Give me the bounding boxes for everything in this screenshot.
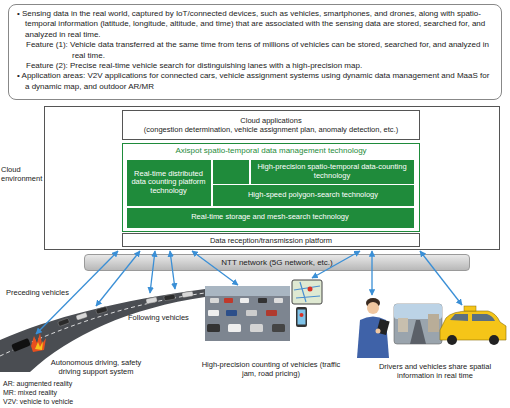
platform-box: Data reception/transmission platform bbox=[122, 233, 420, 247]
person-hand bbox=[376, 329, 381, 334]
street-road bbox=[410, 320, 426, 344]
taxi-window bbox=[450, 314, 495, 321]
wheel bbox=[489, 335, 499, 345]
car bbox=[266, 310, 277, 316]
car bbox=[146, 297, 158, 304]
car bbox=[164, 294, 176, 301]
tech-label: Real-time distributed data counting plat… bbox=[130, 170, 208, 196]
tablet bbox=[376, 319, 389, 335]
map-road bbox=[294, 282, 320, 302]
car bbox=[274, 298, 283, 303]
car bbox=[96, 306, 108, 314]
tech-frame: Axispot spatio-temporal data management … bbox=[122, 143, 420, 232]
wheel bbox=[447, 335, 457, 345]
tech-box: High-speed polygon-search technology bbox=[213, 185, 414, 206]
street-view bbox=[394, 304, 442, 344]
car bbox=[58, 318, 70, 326]
caption-label: Drivers and vehicles share spatial infor… bbox=[362, 362, 508, 380]
tech-box: High-precision spatio-temporal data-coun… bbox=[251, 160, 414, 184]
box-title: Cloud applications bbox=[240, 116, 301, 125]
car bbox=[76, 312, 88, 320]
tech-label: High-speed polygon-search technology bbox=[248, 191, 378, 200]
band-text: NTT network (5G network, etc.) bbox=[221, 258, 332, 268]
person-body bbox=[357, 317, 389, 359]
map-pin bbox=[308, 287, 313, 292]
tech-label: High-precision spatio-temporal data-coun… bbox=[254, 163, 411, 180]
network-band: NTT network (5G network, etc.) bbox=[84, 254, 470, 271]
caption-label: Following vehicles bbox=[128, 313, 208, 322]
car bbox=[207, 324, 220, 332]
tech-label: Real-time storage and mesh-search techno… bbox=[191, 213, 349, 222]
car bbox=[246, 310, 257, 316]
cloud-frame: Cloud environmentCloud applications(cong… bbox=[44, 106, 500, 250]
street-building bbox=[398, 318, 408, 332]
car bbox=[208, 310, 219, 316]
comm-arrow bbox=[371, 251, 372, 295]
summary-box: • Sensing data in the real world, captur… bbox=[8, 4, 502, 100]
car bbox=[182, 291, 194, 298]
traffic-sky bbox=[205, 286, 290, 296]
person-face bbox=[367, 302, 379, 314]
app-box: Cloud applications(congestion determinat… bbox=[122, 110, 420, 140]
frame-title: Axispot spatio-temporal data management … bbox=[123, 144, 419, 156]
traffic-photo bbox=[205, 286, 290, 341]
box-text: (congestion determination, vehicle assig… bbox=[144, 125, 398, 134]
tech-box: Real-time storage and mesh-search techno… bbox=[127, 208, 414, 228]
car bbox=[224, 298, 233, 303]
car bbox=[228, 324, 241, 332]
car bbox=[272, 324, 285, 332]
box-text: Data reception/transmission platform bbox=[210, 236, 332, 245]
map-tablet bbox=[292, 280, 322, 304]
caption-label: Autonomous driving, safety driving suppo… bbox=[40, 358, 152, 376]
caption-label: V2V: vehicle to vehicle bbox=[3, 398, 123, 407]
phone bbox=[296, 307, 307, 327]
car bbox=[210, 298, 219, 303]
frame-heading: Cloud environment bbox=[1, 165, 43, 183]
street-building bbox=[428, 314, 439, 332]
tech-block bbox=[213, 160, 249, 184]
summary-text: • Application areas: V2V applications fo… bbox=[17, 71, 493, 92]
taxi-sign bbox=[464, 306, 476, 311]
map-pin bbox=[300, 313, 304, 317]
caption-label: MR: mixed reality bbox=[3, 389, 123, 398]
summary-text: • Sensing data in the real world, captur… bbox=[17, 9, 493, 40]
flame bbox=[31, 333, 46, 352]
feature-text: Feature (2): Precise real-time vehicle s… bbox=[17, 61, 493, 71]
caption-label: AR: augmented reality bbox=[3, 380, 123, 389]
crashed-car bbox=[11, 338, 31, 352]
car bbox=[250, 324, 263, 332]
car bbox=[240, 298, 249, 303]
car bbox=[226, 310, 237, 316]
lane-mark bbox=[0, 293, 205, 356]
tech-box: Real-time distributed data counting plat… bbox=[127, 160, 211, 206]
feature-text: Feature (1): Vehicle data transferred at… bbox=[17, 40, 493, 61]
caption-label: High-precision counting of vehicles (tra… bbox=[196, 360, 346, 378]
flame bbox=[35, 341, 43, 350]
phone-screen bbox=[298, 310, 306, 325]
car bbox=[258, 298, 267, 303]
